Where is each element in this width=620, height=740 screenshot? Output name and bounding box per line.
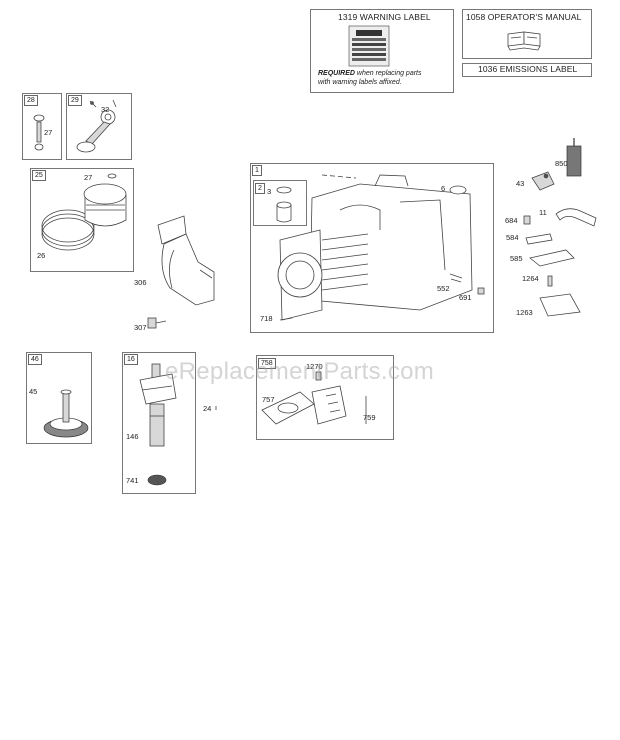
part-label-684: 684: [505, 216, 518, 225]
operators-manual-title: 1058 OPERATOR'S MANUAL: [466, 12, 582, 22]
part-1263-icon: [539, 293, 581, 317]
part-label-6: 6: [441, 184, 446, 193]
part-label-307: 307: [134, 323, 147, 332]
operators-manual-box: [462, 9, 592, 59]
group-1-box: [250, 163, 494, 333]
part-29-icon: [76, 99, 117, 153]
group-29-box: [66, 93, 132, 160]
required-rest: when replacing parts: [354, 70, 422, 77]
group-28-box: [22, 93, 62, 160]
part-label-1264: 1264: [522, 274, 539, 283]
part-46-icon: [43, 389, 89, 438]
group-46-tag: 46: [28, 354, 42, 365]
group-16-tag: 16: [124, 354, 138, 365]
emissions-label-title: 1036 EMISSIONS LABEL: [478, 64, 578, 74]
required-note: REQUIRED when replacing parts with warni…: [318, 69, 450, 87]
cylinder-block-icon: [277, 174, 473, 321]
part-label-24: 24: [203, 404, 212, 413]
part-label-43: 43: [516, 179, 525, 188]
part-585-icon: [529, 249, 575, 267]
part-label-26: 26: [37, 251, 46, 260]
part-label-306: 306: [134, 278, 147, 287]
part-label-850: 850: [555, 159, 568, 168]
part-label-146: 146: [126, 432, 139, 441]
part-28-icon: [33, 114, 45, 151]
group-25-tag: 25: [32, 170, 46, 181]
warning-label-icon: [348, 25, 390, 67]
group-2-box: [253, 180, 307, 226]
part-label-585: 585: [510, 254, 523, 263]
part-552-icon: [449, 273, 463, 283]
part-307-icon: [147, 317, 167, 329]
watermark: eReplacementParts.com: [165, 358, 435, 385]
part-label-718: 718: [260, 314, 273, 323]
group-25-box: [30, 168, 134, 272]
group-2-tag: 2: [255, 183, 265, 194]
group-46-box: [26, 352, 92, 444]
part-label-584: 584: [506, 233, 519, 242]
part-16-icon: [139, 363, 177, 486]
group-758-tag: 758: [258, 358, 276, 369]
group-28-tag: 28: [24, 95, 38, 106]
part-6-icon: [449, 185, 467, 195]
group-29-tag: 29: [68, 95, 82, 106]
part-718-icon: [279, 317, 293, 321]
part-850-icon: [566, 138, 582, 177]
part-758-icon: [261, 371, 367, 425]
required-bold: REQUIRED: [318, 70, 355, 77]
part-306-icon: [157, 215, 215, 306]
part-label-32: 32: [101, 105, 110, 114]
part-684-icon: [523, 215, 531, 225]
part-11-icon: [555, 208, 597, 227]
part-label-1263: 1263: [516, 308, 533, 317]
part-1264-icon: [547, 275, 553, 287]
warning-label-title: 1319 WARNING LABEL: [338, 12, 431, 22]
part-label-757: 757: [262, 395, 275, 404]
part-3-icon: [276, 186, 292, 223]
group-758-box: [256, 355, 394, 440]
part-label-691: 691: [459, 293, 472, 302]
part-label-1270: 1270: [306, 362, 323, 371]
part-43-icon: [531, 171, 555, 191]
required-line2: with warning labels affixed.: [318, 79, 402, 86]
part-label-11: 11: [539, 208, 547, 217]
part-584-icon: [525, 233, 553, 245]
part-label-3: 3: [267, 187, 272, 196]
part-label-27b: 27: [84, 173, 93, 182]
part-label-759: 759: [363, 413, 376, 422]
part-25-icon: [41, 173, 127, 251]
group-1-tag: 1: [252, 165, 262, 176]
group-16-box: [122, 352, 196, 494]
part-label-27a: 27: [44, 128, 53, 137]
manual-book-icon: [507, 31, 541, 51]
part-label-552: 552: [437, 284, 450, 293]
part-label-45: 45: [29, 387, 38, 396]
part-label-741: 741: [126, 476, 139, 485]
warning-label-box: [310, 9, 454, 93]
part-691-icon: [477, 287, 485, 295]
emissions-label-box: [462, 63, 592, 77]
